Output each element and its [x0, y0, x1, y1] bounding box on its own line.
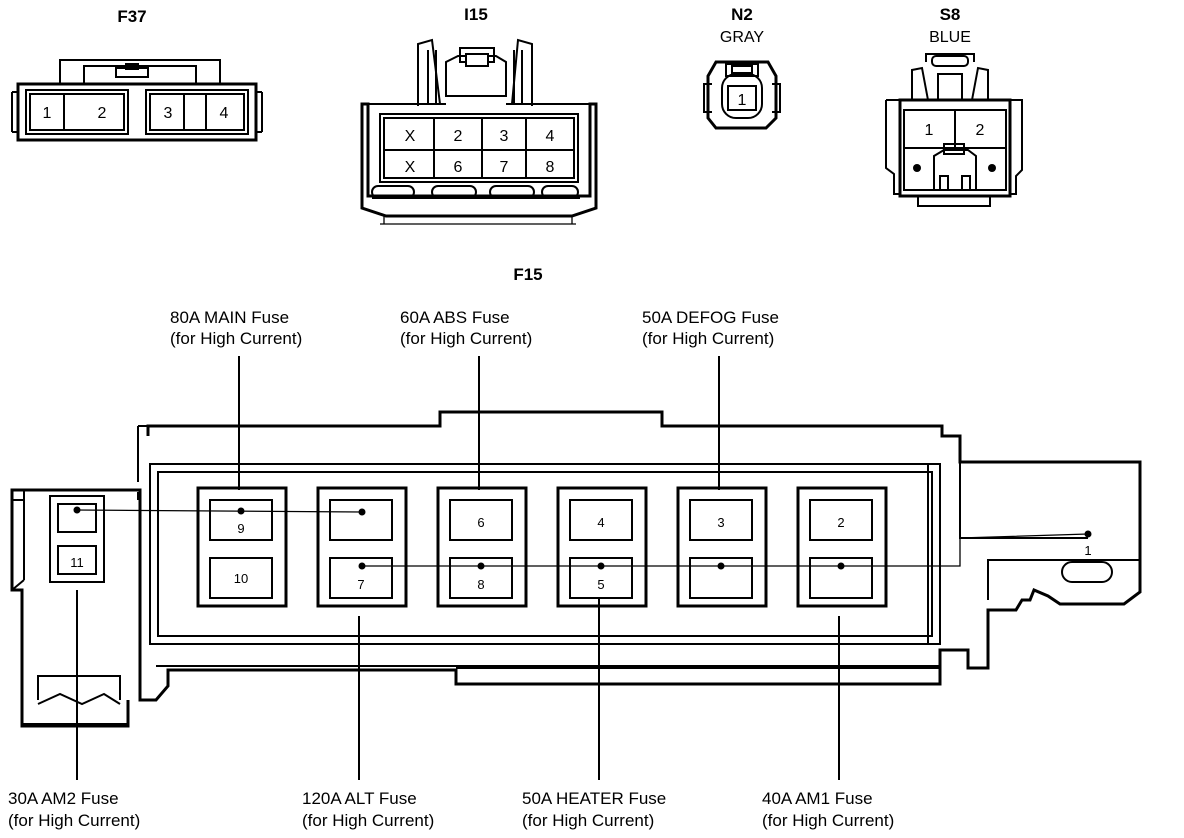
i15-pin: 3	[500, 128, 509, 145]
fuse-block-f15: F15 80A MAIN Fuse (for High Current) 60A…	[8, 265, 1142, 830]
s8-pin: 2	[976, 122, 985, 139]
f15-pin-11: 11	[70, 555, 84, 570]
connector-f37: F37 1 2 3 4	[11, 7, 263, 142]
f15-pin-10: 10	[234, 571, 248, 586]
label-alt-fuse: 120A ALT Fuse	[302, 789, 417, 808]
connector-i15-title: I15	[464, 5, 488, 24]
label-defog-fuse: 50A DEFOG Fuse	[642, 308, 779, 327]
label-heater-fuse: 50A HEATER Fuse	[522, 789, 666, 808]
connector-s8-title: S8	[940, 5, 961, 24]
f37-pin: 3	[164, 105, 173, 122]
label-heater-fuse-note: (for High Current)	[522, 811, 654, 830]
label-am2-fuse-note: (for High Current)	[8, 811, 140, 830]
label-am1-fuse: 40A AM1 Fuse	[762, 789, 873, 808]
label-main-fuse: 80A MAIN Fuse	[170, 308, 289, 327]
f37-pin: 2	[98, 105, 107, 122]
connector-f37-title: F37	[117, 7, 146, 26]
f15-pin-9: 9	[237, 521, 244, 536]
f15-pin-4: 4	[597, 515, 604, 530]
i15-pin: X	[405, 128, 416, 145]
i15-pin: 6	[454, 159, 463, 176]
connector-i15: I15 X 2 3 4 X 6 7 8	[360, 5, 598, 225]
i15-pin: 4	[546, 128, 555, 145]
s8-pin: 1	[925, 122, 934, 139]
i15-pin: X	[405, 159, 416, 176]
f15-pin-1: 1	[1084, 543, 1091, 558]
label-abs-fuse: 60A ABS Fuse	[400, 308, 510, 327]
i15-pin: 2	[454, 128, 463, 145]
connector-n2-color: GRAY	[720, 29, 764, 46]
label-abs-fuse-note: (for High Current)	[400, 329, 532, 348]
f15-pin-6: 6	[477, 515, 484, 530]
connector-n2: N2 GRAY 1	[703, 5, 781, 130]
f15-pin-3: 3	[717, 515, 724, 530]
f37-pin: 4	[220, 105, 229, 122]
f15-pin-5: 5	[597, 577, 604, 592]
label-alt-fuse-note: (for High Current)	[302, 811, 434, 830]
connector-s8-color: BLUE	[929, 29, 971, 46]
connector-s8: S8 BLUE 1 2	[885, 5, 1023, 207]
label-am2-fuse: 30A AM2 Fuse	[8, 789, 119, 808]
fuse-block-f15-title: F15	[513, 265, 542, 284]
n2-pin: 1	[738, 92, 747, 109]
label-main-fuse-note: (for High Current)	[170, 329, 302, 348]
f15-pin-8: 8	[477, 577, 484, 592]
f15-pin-2: 2	[837, 515, 844, 530]
i15-pin: 7	[500, 159, 509, 176]
label-defog-fuse-note: (for High Current)	[642, 329, 774, 348]
f37-pin: 1	[43, 105, 52, 122]
f15-pin-7: 7	[357, 577, 364, 592]
i15-pin: 8	[546, 159, 555, 176]
connector-n2-title: N2	[731, 5, 753, 24]
label-am1-fuse-note: (for High Current)	[762, 811, 894, 830]
